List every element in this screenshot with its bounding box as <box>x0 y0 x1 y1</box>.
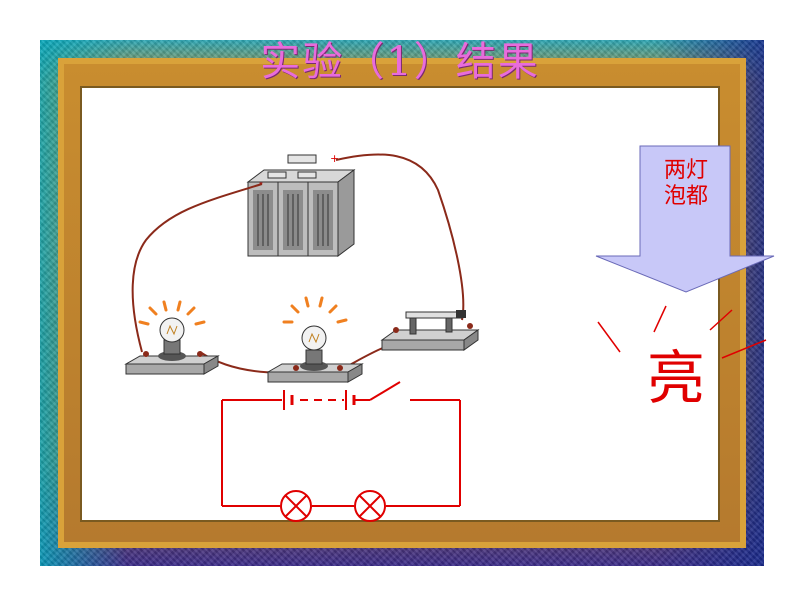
shine-rays <box>597 305 767 359</box>
result-bright-text: 亮 <box>646 344 705 412</box>
down-arrow-shape <box>595 145 775 293</box>
switch-symbol <box>369 381 401 401</box>
light-bulb-icon <box>138 300 206 361</box>
knife-switch-icon <box>380 310 480 351</box>
arrow-caption: 两灯泡都 <box>664 158 709 209</box>
bulb-holder-left <box>124 351 220 375</box>
circuit-schematic <box>221 381 461 522</box>
slide-title: 实验（1）结果 <box>260 39 540 85</box>
battery-minus-label: - <box>259 176 263 189</box>
slide-canvas <box>80 86 720 522</box>
lamp-symbol-icon <box>354 490 386 522</box>
battery-pack-icon <box>246 154 356 257</box>
battery-plus-label: + <box>330 152 339 165</box>
bulb-holder-middle <box>266 363 364 383</box>
lamp-symbol-icon <box>280 490 312 522</box>
light-bulb-icon <box>282 296 348 371</box>
